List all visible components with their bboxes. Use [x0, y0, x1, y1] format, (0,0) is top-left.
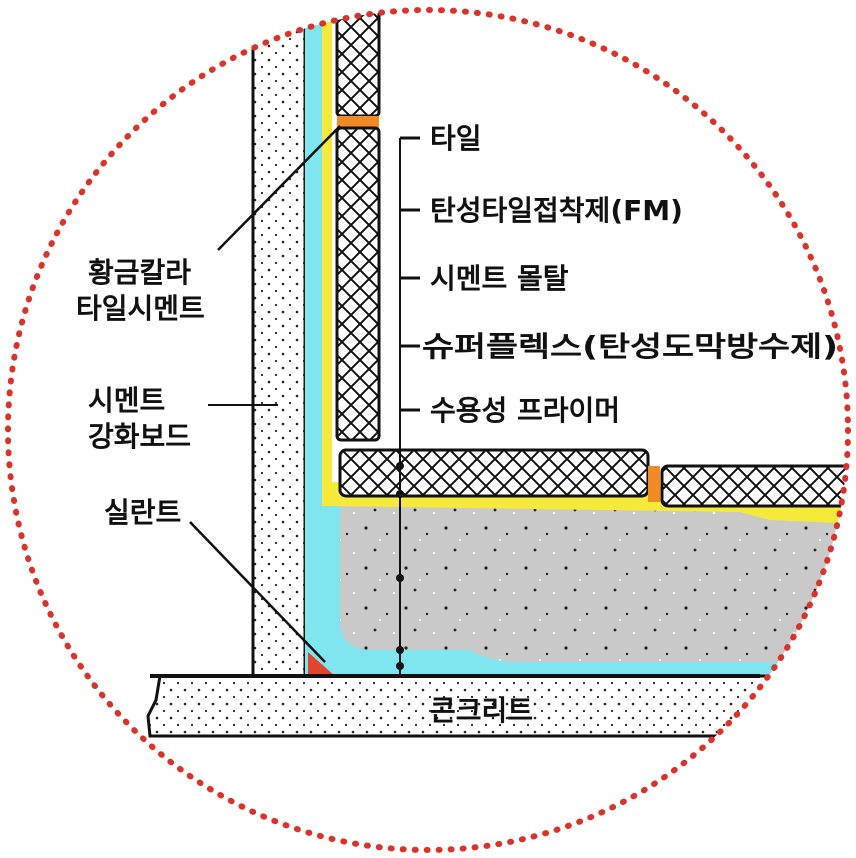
floor-tile-right — [660, 464, 848, 508]
label-cement-board-line1: 시멘트 — [88, 384, 165, 417]
sealant — [308, 652, 335, 676]
label-tile-cement-line2: 타일시멘트 — [76, 292, 205, 325]
floor-tile-left — [338, 448, 650, 498]
cement-board-layer — [251, 10, 307, 678]
label-tile: 타일 — [430, 122, 482, 155]
label-waterproofing: 슈퍼플렉스(탄성도막방수제) — [422, 330, 838, 363]
wall-tile-upper — [335, 10, 381, 118]
tile-adhesive-layer — [322, 10, 848, 524]
label-tile-adhesive: 탄성타일접착제(FM) — [430, 194, 683, 227]
label-cement-mortar: 시멘트 몰탈 — [430, 262, 569, 295]
label-cement-board-line2: 강화보드 — [88, 420, 191, 453]
label-tile-cement-line1: 황금칼라 — [88, 256, 191, 289]
concrete-slab — [146, 674, 848, 738]
floor-grout — [648, 466, 660, 502]
cement-mortar-layer — [332, 500, 848, 678]
label-concrete: 콘크리트 — [430, 694, 533, 727]
label-primer: 수용성 프라이머 — [430, 394, 620, 427]
wall-tile-lower — [335, 126, 381, 442]
label-sealant: 실란트 — [104, 496, 181, 529]
detail-circle-border — [5, 7, 851, 853]
wall-grout — [337, 116, 379, 128]
